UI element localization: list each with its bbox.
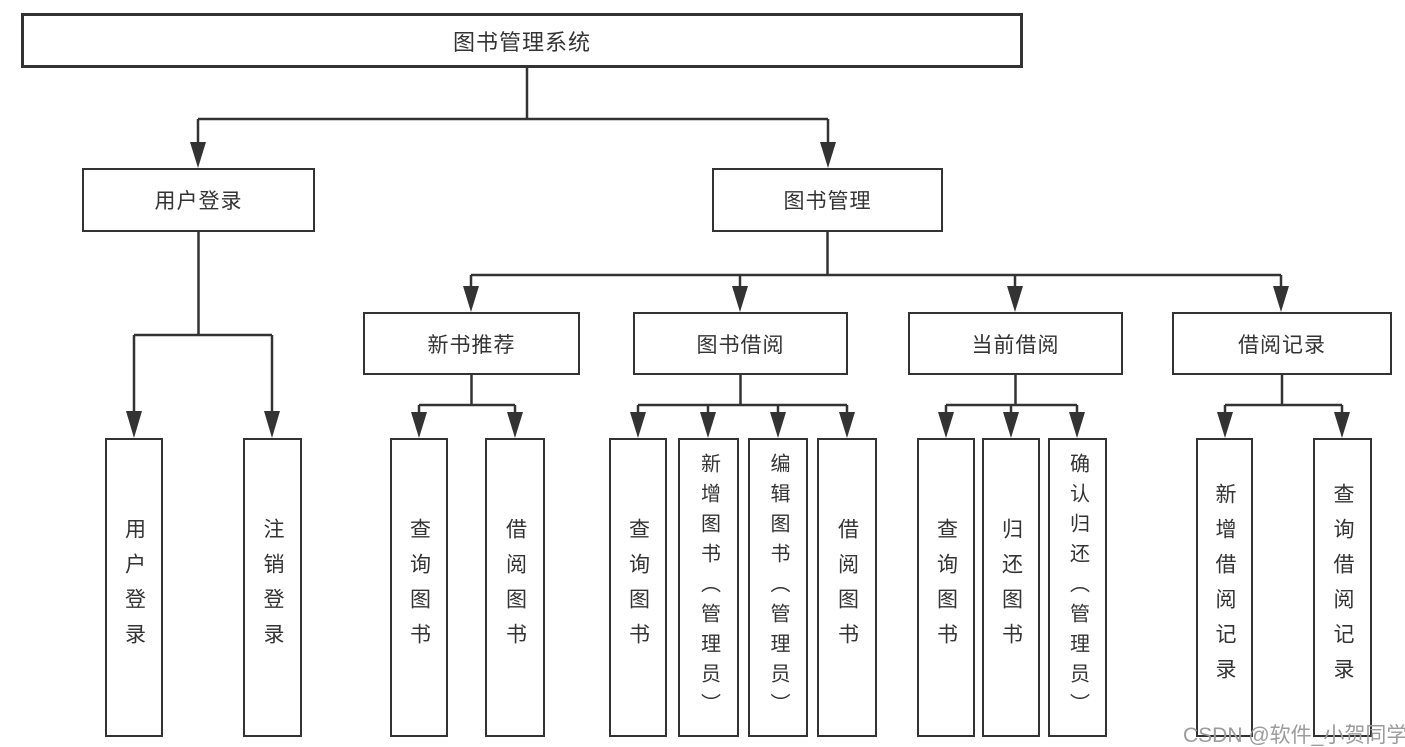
node-label: 当前借阅 — [971, 333, 1060, 357]
node-label: 查询图书 — [626, 517, 650, 658]
leaf-user-login: 用户登录 — [105, 438, 163, 737]
node-label: 注销登录 — [261, 517, 284, 658]
node-label: 查询图书 — [934, 517, 958, 658]
leaf-records-query-borrow-record: 查询借阅记录 — [1313, 438, 1372, 737]
node-label: 编辑图书（管理员） — [767, 452, 789, 723]
node-label: 归还图书 — [999, 517, 1023, 658]
node-label: 用户登录 — [154, 190, 243, 213]
leaf-newbook-query-books: 查询图书 — [390, 438, 448, 737]
node-label: 查询借阅记录 — [1331, 482, 1354, 693]
node-label: 图书借阅 — [696, 333, 785, 357]
leaf-newbook-borrow-books: 借阅图书 — [485, 438, 545, 737]
leaf-current-return-books: 归还图书 — [982, 438, 1040, 737]
node-label: 借阅图书 — [503, 517, 527, 658]
node-label: 确认归还（管理员） — [1066, 452, 1089, 723]
node-current-borrow: 当前借阅 — [908, 312, 1123, 375]
node-label: 查询图书 — [407, 517, 431, 658]
node-label: 新增图书（管理员） — [697, 452, 720, 723]
node-label: 借阅图书 — [835, 517, 859, 658]
leaf-records-add-borrow-record: 新增借阅记录 — [1196, 438, 1253, 737]
leaf-borrow-edit-books-admin: 编辑图书（管理员） — [748, 438, 808, 737]
node-new-book-recommend: 新书推荐 — [363, 312, 580, 375]
csdn-watermark: CSDN @软件_小贺同学 — [1183, 724, 1405, 747]
node-label: 新增借阅记录 — [1213, 482, 1236, 693]
node-label: 借阅记录 — [1238, 333, 1326, 357]
node-library-system: 图书管理系统 — [21, 13, 1023, 68]
node-label: 新书推荐 — [427, 333, 516, 357]
leaf-current-confirm-return-admin: 确认归还（管理员） — [1048, 438, 1107, 737]
node-label: 用户登录 — [122, 517, 146, 658]
node-user-login: 用户登录 — [82, 168, 315, 232]
leaf-borrow-query-books: 查询图书 — [609, 438, 667, 737]
node-borrow-records: 借阅记录 — [1172, 312, 1392, 375]
arrowhead-icons — [126, 142, 1350, 438]
node-book-management: 图书管理 — [712, 168, 943, 232]
node-book-borrow: 图书借阅 — [633, 312, 848, 375]
leaf-borrow-borrow-books: 借阅图书 — [817, 438, 877, 737]
node-label: 图书管理系统 — [452, 29, 591, 55]
node-label: 图书管理 — [783, 190, 872, 213]
leaf-current-query-books: 查询图书 — [917, 438, 975, 737]
leaf-borrow-add-books-admin: 新增图书（管理员） — [678, 438, 739, 737]
leaf-logout: 注销登录 — [243, 438, 302, 737]
